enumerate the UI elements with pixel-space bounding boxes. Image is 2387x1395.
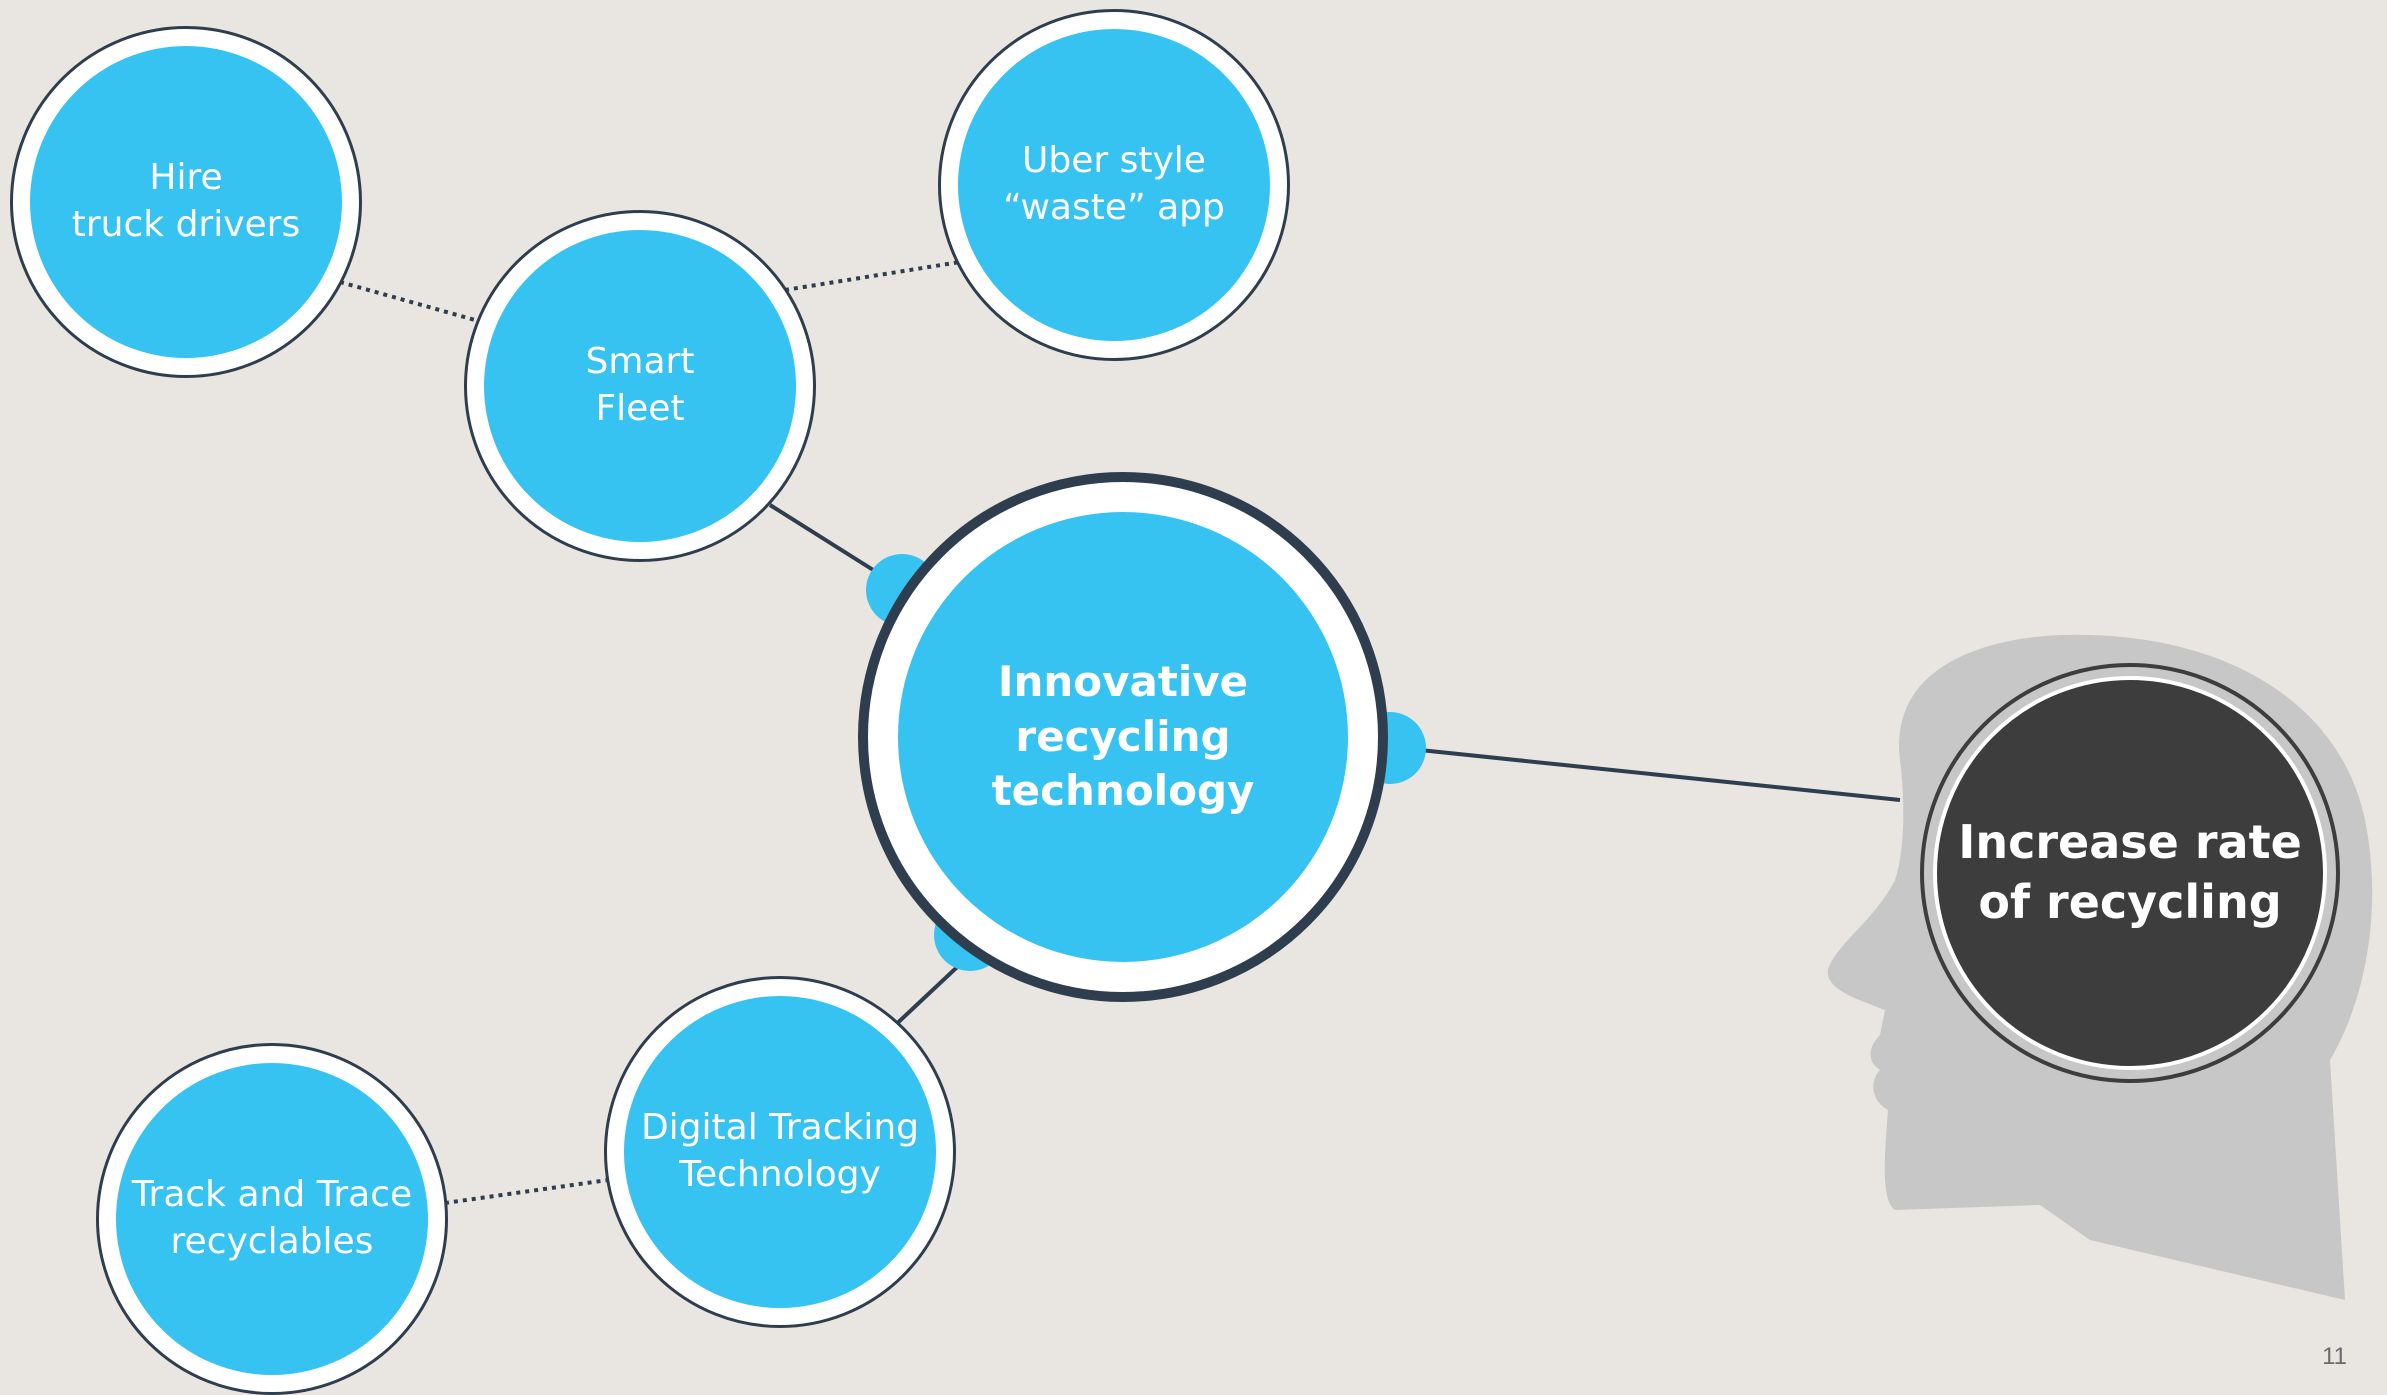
connector-smartfleet-uber <box>784 260 961 292</box>
increase-rate-of-recycling-label: Increase rate of recycling <box>1958 815 2302 929</box>
innovative-recycling-technology-node: Innovative recycling technology <box>898 512 1348 962</box>
increase-rate-of-recycling-node: Increase rate of recycling <box>1933 676 2327 1070</box>
digital-tracking-technology-label: Digital Tracking Technology <box>640 1107 920 1195</box>
hire-truck-drivers-node: Hire truck drivers <box>30 46 342 358</box>
page-number: 11 <box>2322 1343 2347 1370</box>
uber-waste-app-node: Uber style “waste” app <box>958 29 1270 341</box>
track-and-trace-recyclables-label: Track and Trace recyclables <box>131 1174 413 1262</box>
track-and-trace-recyclables-node: Track and Trace recyclables <box>116 1063 428 1375</box>
hire-truck-drivers-label: Hire truck drivers <box>71 157 301 245</box>
smart-fleet-node: Smart Fleet <box>484 230 796 542</box>
uber-waste-app-label: Uber style “waste” app <box>1003 140 1225 228</box>
digital-tracking-technology-node: Digital Tracking Technology <box>624 996 936 1308</box>
connector-center-goal <box>1419 748 1901 802</box>
innovative-recycling-technology-label: Innovative recycling technology <box>991 657 1255 816</box>
connector-hire-smartfleet <box>339 280 476 322</box>
connector-track-digital <box>444 1178 609 1205</box>
smart-fleet-label: Smart Fleet <box>585 341 695 429</box>
